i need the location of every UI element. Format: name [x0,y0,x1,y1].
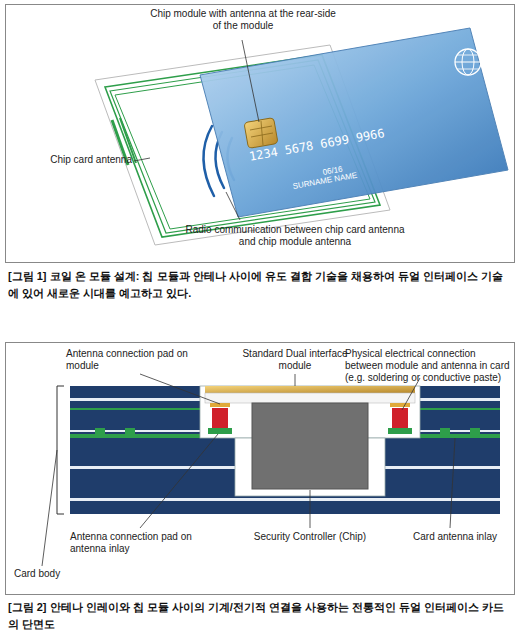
bracket [57,386,64,514]
card-body [70,386,500,514]
chip-module [244,118,278,149]
module-cavity [200,386,420,496]
callout-label: Security Controller (Chip) [250,531,370,543]
figure-caption: [그림 1] 코일 온 모듈 설계: 칩 모듈과 안테나 사이에 유도 결합 기… [8,268,513,301]
security-chip [252,403,368,489]
callout-label: Antenna connection pad on antenna inlay [70,531,220,555]
callout-label: Physical electrical connection between m… [345,348,510,384]
callout-label: Card antenna inlay [400,531,510,543]
callout-label: Radio communication between chip card an… [185,224,405,248]
callout-label: Chip module with antenna at the rear-sid… [148,8,338,32]
dual-interface-module [205,386,415,403]
leader-line [134,40,259,220]
front-card [200,28,508,217]
callout-label: Chip card antenna [30,154,132,166]
figure-caption: [그림 2] 안테나 인레이와 칩 모듈 사이의 기계/전기적 연결을 사용하는… [8,599,513,632]
callout-label: Standard Dual interface module [235,348,355,372]
panel-frame [6,343,515,595]
callout-label: Antenna connection pad on module [66,348,196,372]
panel-frame [6,5,515,263]
callout-label: Card body [14,568,94,580]
connection-pads [208,403,412,434]
leader-line [42,374,455,566]
